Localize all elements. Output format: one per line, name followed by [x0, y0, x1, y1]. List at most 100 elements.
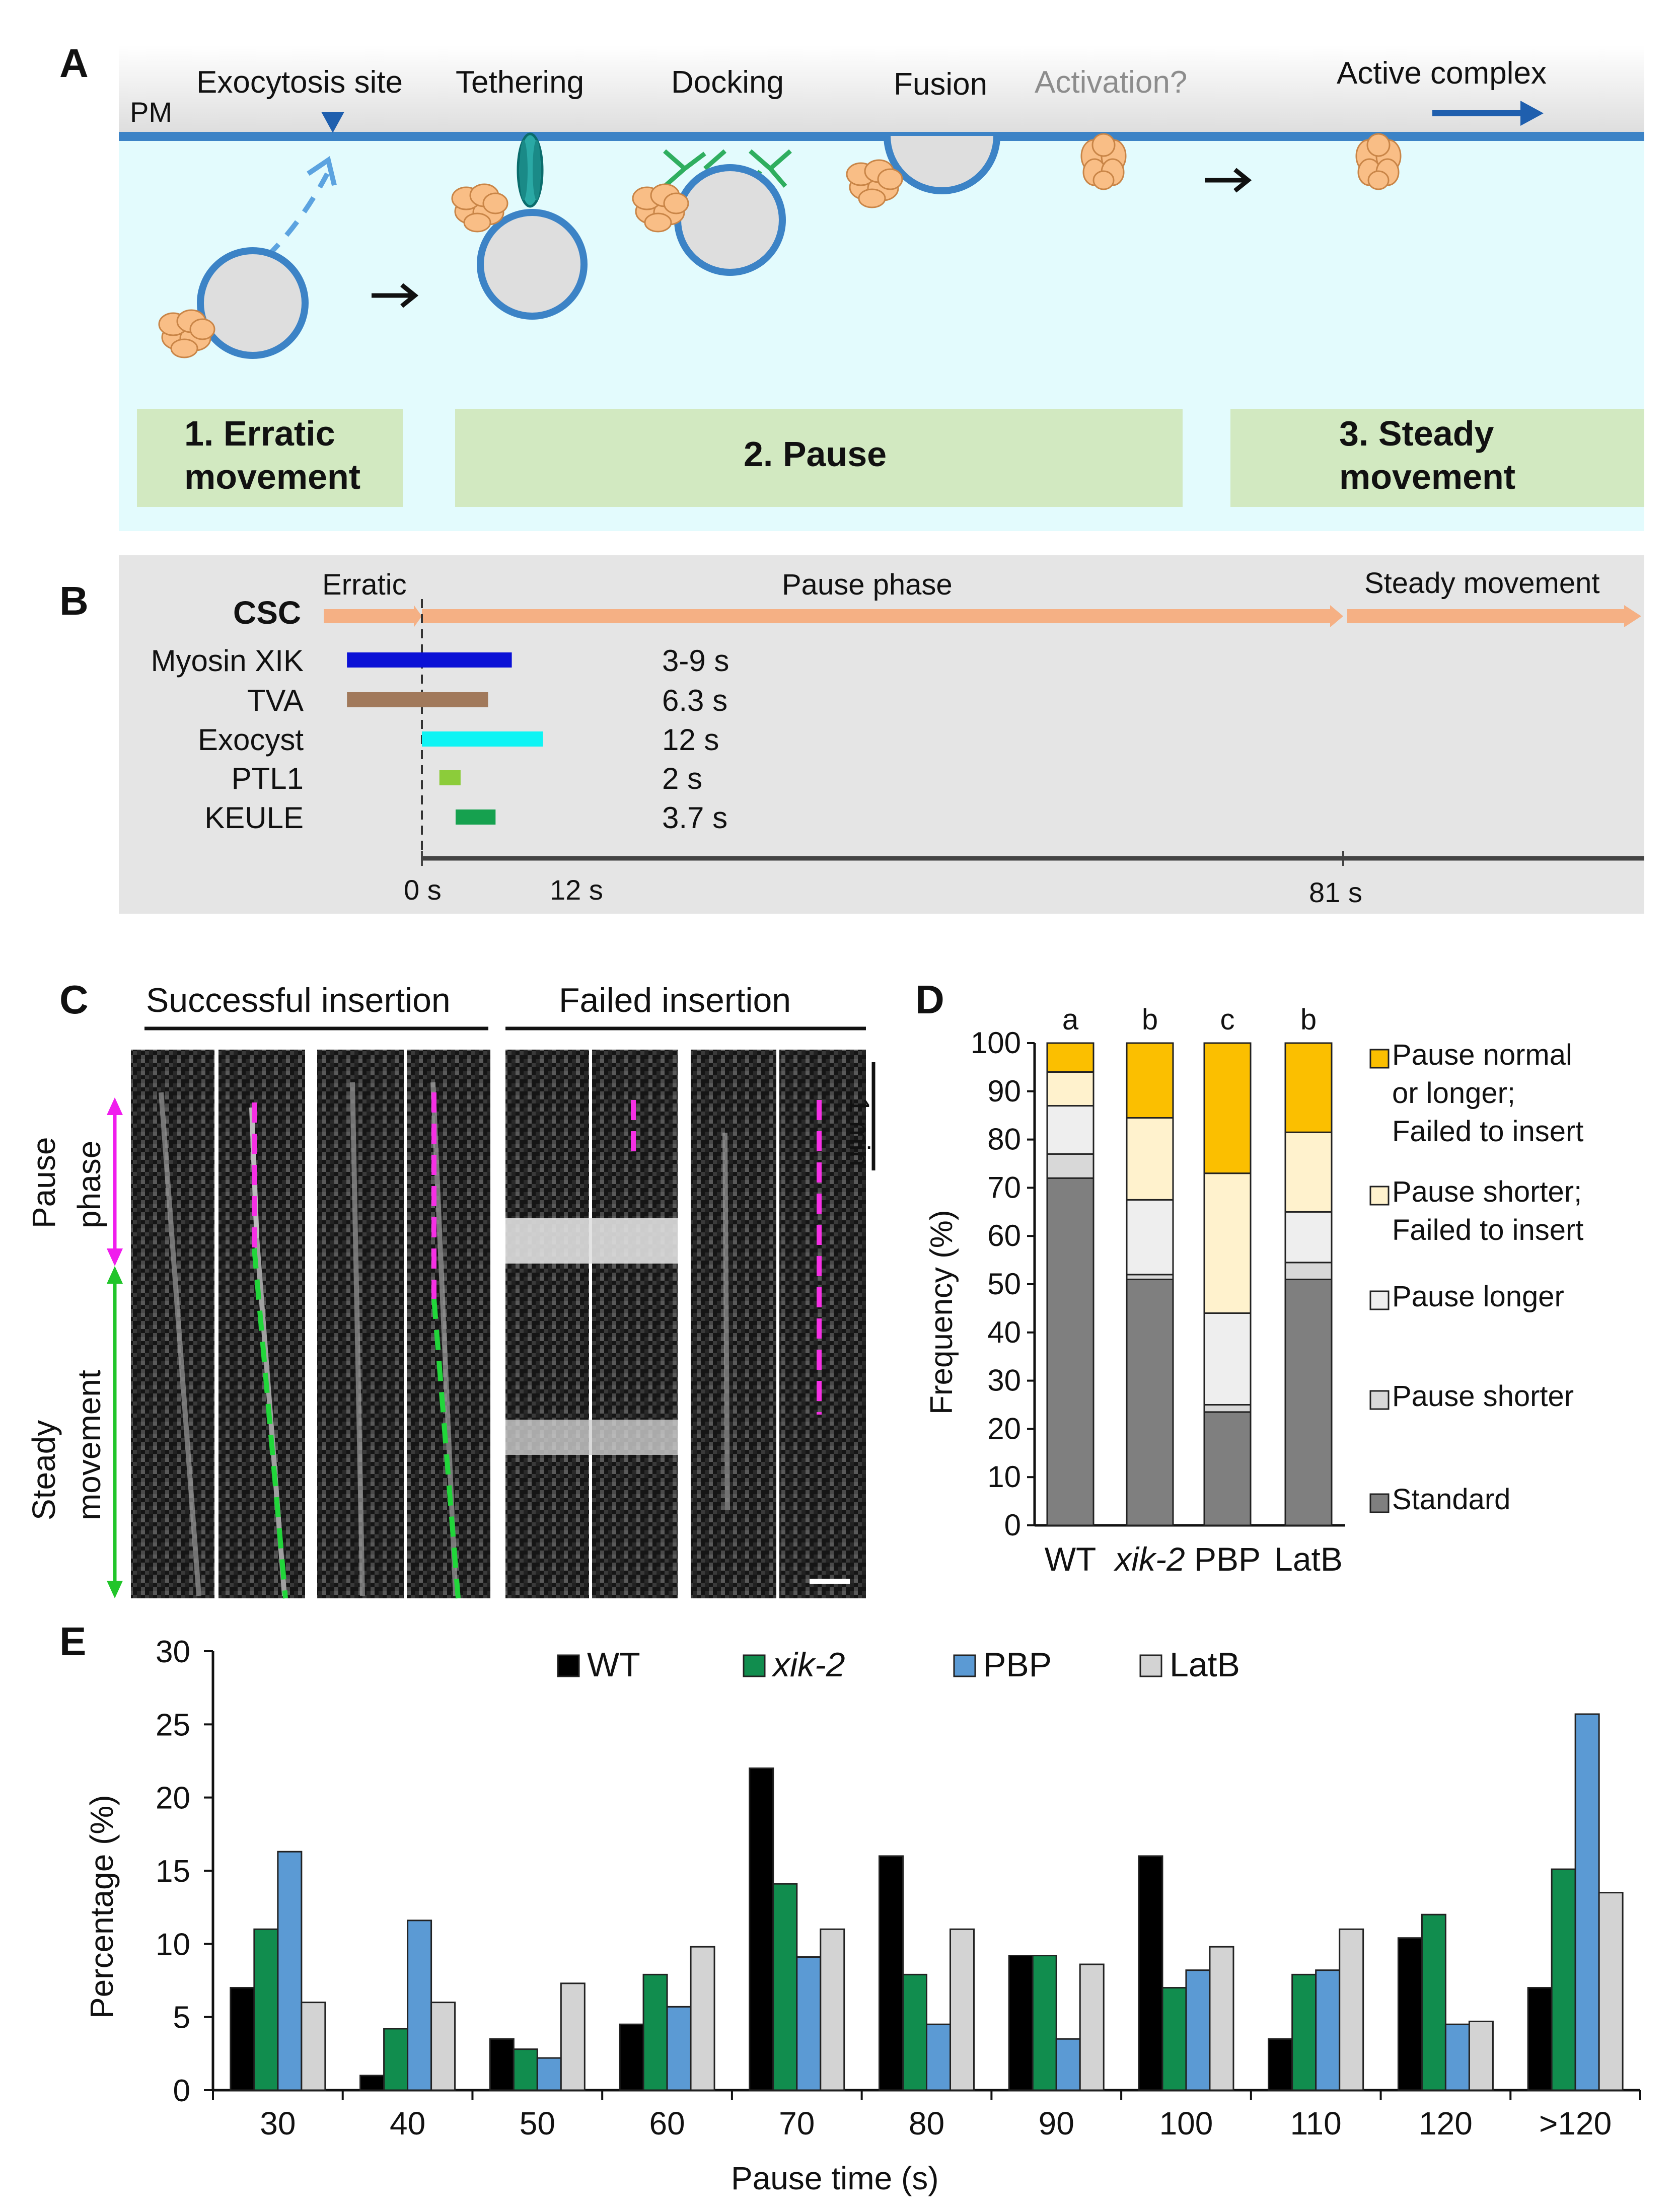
panel-b-label: B	[59, 578, 89, 623]
panel-b-timeline	[324, 599, 1644, 866]
bar-latb	[950, 1928, 975, 2091]
kymograph	[407, 1050, 490, 1598]
step-exocytosis-site: Exocytosis site	[196, 65, 403, 100]
bar-pbp	[277, 1851, 303, 2091]
bar-xik2	[1551, 1868, 1576, 2091]
panel-e-label: E	[59, 1619, 87, 1664]
kymograph	[779, 1050, 866, 1598]
stacked-bar-segment	[1284, 1278, 1333, 1526]
timeline-bar-ptl1	[439, 770, 461, 785]
y-tick-label: 30	[156, 1635, 190, 1669]
stacked-bar-segment	[1046, 1042, 1095, 1073]
bar-xik2	[1291, 1973, 1317, 2091]
bar-latb	[301, 2002, 326, 2091]
x-tick-label: 70	[779, 2105, 815, 2142]
phase-steady-label: 3. Steady movement	[1339, 414, 1516, 496]
axis-tick-81s: 81 s	[1309, 876, 1362, 908]
bar-latb	[1468, 2020, 1494, 2091]
fusing-vesicle-icon	[884, 135, 1000, 194]
bar-xik2	[253, 1928, 279, 2091]
bar-latb	[560, 1982, 586, 2091]
legend-label: Failed to insert	[1392, 1115, 1583, 1148]
y-tick-label: 15	[156, 1854, 190, 1889]
row-name-tva: TVA	[247, 684, 304, 717]
legend-swatch	[1369, 1493, 1390, 1513]
bar-xik2	[1421, 1913, 1446, 2091]
csc-pause-bar	[422, 609, 1333, 623]
y-tick-label: 80	[987, 1123, 1021, 1156]
csc-arrow-head-icon	[1330, 605, 1343, 627]
bar-latb	[1079, 1963, 1105, 2091]
phase-label-erratic: Erratic	[322, 568, 407, 601]
x-tick-label: 40	[390, 2105, 425, 2142]
group-failed-insertion: Failed insertion	[559, 981, 791, 1019]
panel-a-label: A	[59, 41, 89, 86]
bar-pbp	[796, 1956, 822, 2091]
bar-latb	[1209, 1946, 1234, 2091]
kymograph	[131, 1050, 214, 1598]
legend-swatch	[1369, 1290, 1390, 1310]
bar-xik2	[1032, 1955, 1057, 2091]
bar-xik2	[513, 2048, 538, 2091]
row-duration-myosin: 3-9 s	[662, 644, 729, 678]
phase-box-erratic	[137, 409, 403, 507]
x-tick-label: 120	[1419, 2105, 1473, 2142]
bar-pbp	[1185, 1969, 1211, 2091]
x-tick-label: 110	[1290, 2105, 1342, 2142]
x-tick-label: 100	[1159, 2105, 1213, 2142]
phase-box-steady	[1230, 409, 1644, 507]
bar-xik2	[902, 1973, 927, 2091]
y-tick-label: 5	[173, 2001, 190, 2035]
legend-swatch	[1369, 1186, 1390, 1206]
stacked-bar-segment	[1203, 1312, 1252, 1406]
bar-pbp	[407, 1920, 432, 2091]
snare-complex-icon	[663, 149, 726, 188]
kymograph	[505, 1050, 589, 1598]
bar-xik2	[772, 1883, 798, 2091]
step-fusion: Fusion	[894, 67, 988, 102]
x-category-label: xik-2	[1113, 1540, 1185, 1578]
y-tick-label: 100	[971, 1026, 1021, 1060]
significance-letter: b	[1300, 1003, 1317, 1036]
bar-xik2	[383, 2028, 409, 2091]
legend-label: WT	[587, 1646, 640, 1684]
y-tick-label: 0	[1004, 1508, 1021, 1542]
legend-swatch	[1369, 1390, 1390, 1410]
significance-letter: a	[1062, 1003, 1079, 1036]
stacked-bar-segment	[1284, 1211, 1333, 1264]
bar-wt	[1397, 1937, 1423, 2091]
x-category-label: WT	[1045, 1540, 1097, 1578]
bar-wt	[489, 2038, 515, 2091]
row-name-ptl1: PTL1	[231, 762, 304, 795]
y-tick-label: 40	[987, 1315, 1021, 1349]
plasma-membrane-line	[119, 132, 1644, 141]
y-tick-label: 70	[987, 1170, 1021, 1204]
x-category-label: LatB	[1274, 1540, 1343, 1578]
stacked-bar-segment	[1126, 1042, 1174, 1119]
row-duration-exocyst: 12 s	[662, 723, 719, 757]
bar-latb	[690, 1946, 715, 2091]
csc-arrow-head-icon	[1624, 605, 1641, 627]
axis-tick-12s: 12 s	[550, 874, 603, 906]
step-docking: Docking	[671, 65, 784, 100]
row-duration-keule: 3.7 s	[662, 801, 728, 835]
step-activation: Activation?	[1035, 65, 1188, 100]
legend-label: Pause longer	[1392, 1280, 1564, 1313]
phase-pause-label: 2. Pause	[744, 434, 887, 474]
phase-box-pause	[455, 409, 1183, 507]
vesicle-trajectory-arrow-icon	[265, 172, 330, 259]
x-tick-label: 90	[1039, 2105, 1074, 2142]
timeline-bar-myosin	[347, 652, 512, 668]
bar-pbp	[1055, 2038, 1081, 2091]
bar-latb	[820, 1928, 845, 2091]
row-name-exocyst: Exocyst	[197, 723, 304, 757]
significance-letter: b	[1142, 1003, 1158, 1036]
stacked-bar-segment	[1046, 1177, 1095, 1526]
stacked-bar-segment	[1046, 1071, 1095, 1107]
row-name-keule: KEULE	[204, 801, 304, 835]
x-tick-label: 60	[649, 2105, 685, 2142]
y-tick-label: 20	[987, 1412, 1021, 1445]
stacked-bar-segment	[1203, 1172, 1252, 1314]
stacked-bar-segment	[1284, 1131, 1333, 1213]
